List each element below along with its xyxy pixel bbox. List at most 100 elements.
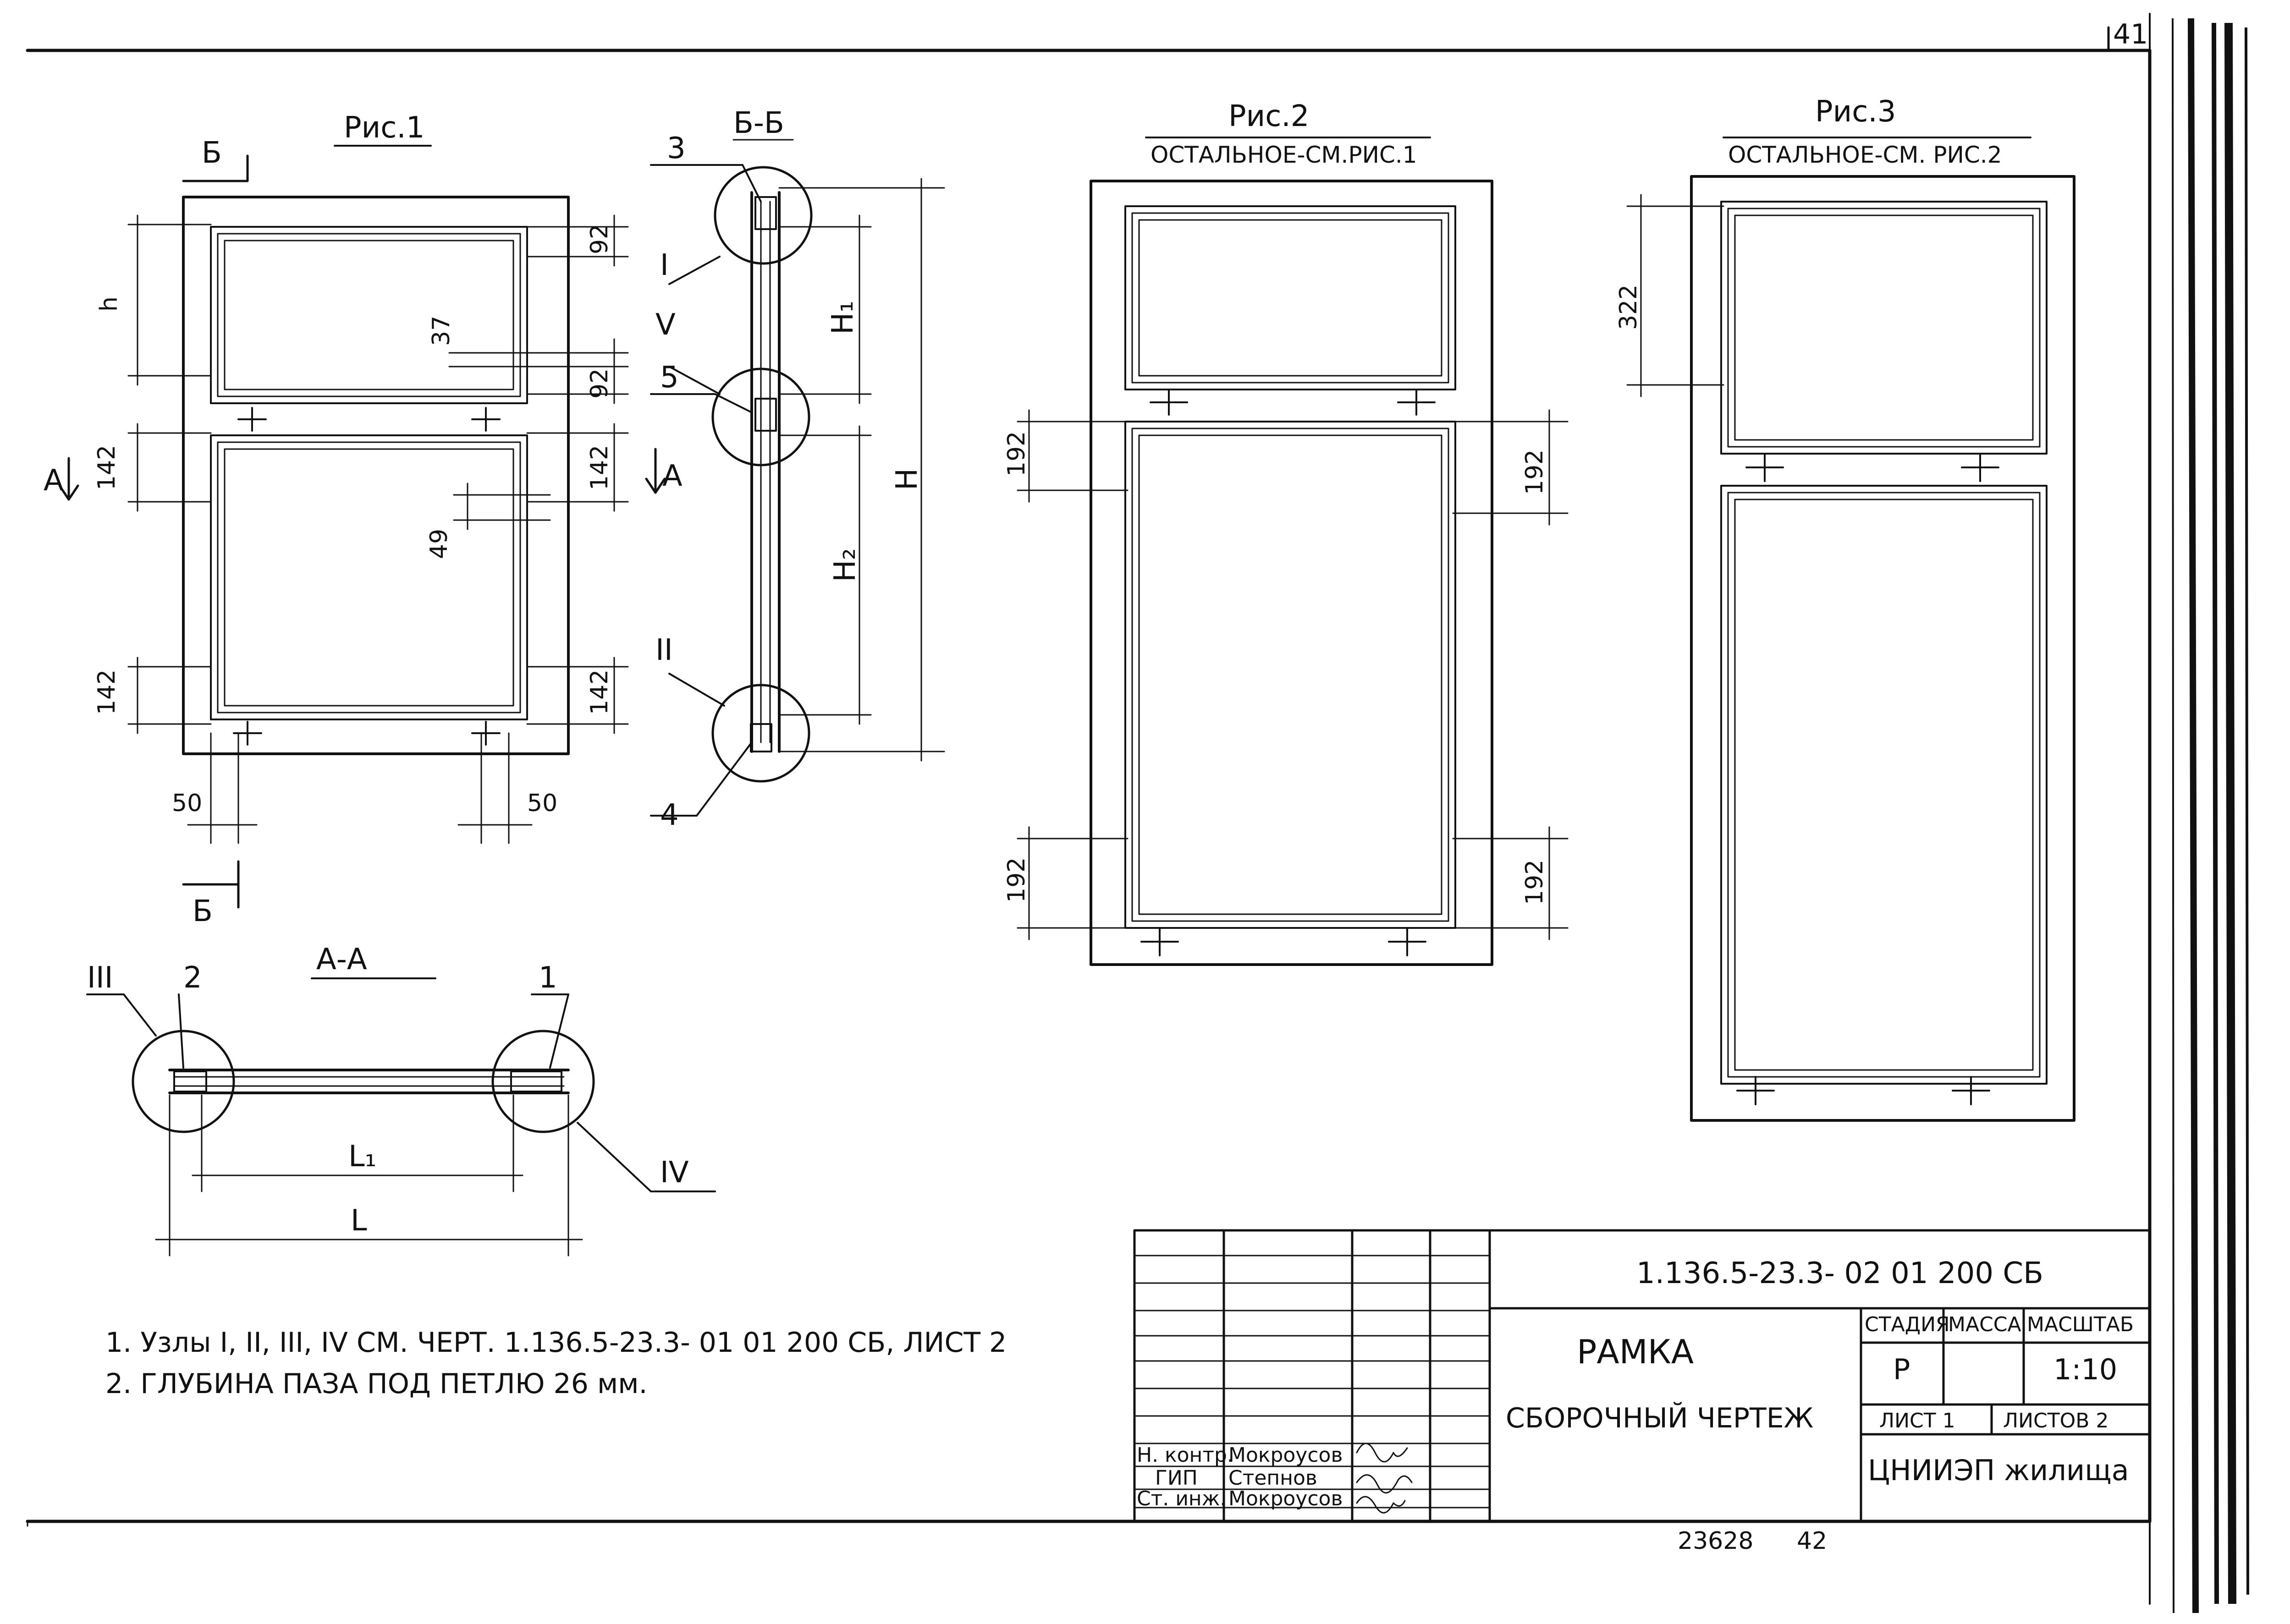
title-block-rows	[1134, 1255, 1491, 1509]
section-aa-dimension-lines	[155, 1094, 583, 1256]
doc-code: 1.136.5-23.3- 02 01 200 СБ	[1636, 1256, 2043, 1290]
dim-322: 322	[1615, 285, 1642, 330]
fig1-hinge-marks	[233, 407, 501, 746]
sheet-number: ЛИСТ 1	[1879, 1409, 1955, 1432]
dim-49: 49	[425, 529, 453, 559]
dim-L: L	[351, 1204, 367, 1238]
fig3-top-opening	[1720, 201, 2048, 455]
section-aa-title: А-А	[316, 943, 367, 977]
stage-value: Р	[1893, 1353, 1910, 1386]
doc-type: СБОРОЧНЫЙ ЧЕРТЕЖ	[1506, 1401, 1813, 1434]
fig2-dimension-lines	[1017, 409, 1569, 940]
col-scale: МАСШТАБ	[2027, 1313, 2134, 1336]
section-bb-dimension-lines	[778, 178, 945, 762]
dim-192-tl: 192	[1003, 431, 1030, 477]
doc-name: РАМКА	[1577, 1333, 1694, 1371]
dim-H1: H₁	[826, 301, 860, 335]
dim-h: h	[95, 296, 123, 312]
section-aa-leaders	[86, 993, 716, 1192]
corner-number: 41	[2113, 18, 2148, 50]
dim-H: H	[890, 468, 924, 490]
callout-5: 5	[660, 361, 679, 395]
fig1: Рис.1 h 92 37 92 142	[44, 111, 683, 928]
sheets-count: ЛИСТОВ 2	[2003, 1409, 2108, 1432]
fig1-outer-frame	[182, 196, 570, 755]
col-stage: СТАДИЯ	[1865, 1313, 1950, 1336]
cut-a-left: А	[44, 464, 64, 498]
binding-margin	[2172, 18, 2249, 1613]
node-V-label: V	[655, 308, 676, 342]
node-circle-V	[711, 368, 810, 466]
org-name: ЦНИИЭП жилища	[1868, 1454, 2129, 1487]
fig1-title: Рис.1	[344, 111, 424, 145]
node-I-label: I	[660, 248, 669, 282]
dim-142-left-bot: 142	[93, 669, 121, 715]
sign-name-3: Мокроусов	[1228, 1487, 1343, 1510]
fig1-top-opening	[210, 226, 528, 404]
dim-192-bl: 192	[1003, 857, 1030, 903]
dim-142-left-top: 142	[93, 445, 121, 490]
fig3-hinge-marks	[1736, 453, 1999, 1105]
fig2-bottom-opening	[1124, 421, 1456, 929]
scale-value: 1:10	[2053, 1353, 2117, 1386]
dim-37: 37	[428, 316, 455, 346]
section-bb: Б-Б H₁ H₂ H 3 5 4 I V II	[650, 106, 945, 832]
callout-4: 4	[660, 798, 679, 832]
sign-role-1: Н. контр.	[1137, 1443, 1233, 1467]
sign-role-3: Ст. инж.	[1137, 1487, 1226, 1510]
node-circle-III	[132, 1030, 235, 1133]
footer: 23628 42	[1678, 1527, 1827, 1555]
fig1-dimension-lines	[127, 214, 629, 844]
handwritten-signatures	[1356, 1443, 1413, 1514]
dim-142-right-top: 142	[586, 445, 613, 490]
dim-50-left: 50	[172, 790, 202, 817]
node-IV-label: IV	[660, 1156, 689, 1190]
fig2-hinge-marks	[1140, 389, 1436, 956]
note-1: 1. Узлы I, II, III, IV СМ. ЧЕРТ. 1.136.5…	[105, 1327, 1007, 1359]
sign-role-2: ГИП	[1155, 1466, 1198, 1490]
callout-3: 3	[667, 132, 686, 165]
dim-H2: H₂	[828, 548, 862, 582]
fig3-dimension-lines	[1626, 194, 1724, 397]
dim-192-br: 192	[1521, 860, 1548, 905]
node-circle-I	[714, 166, 813, 265]
section-bb-title: Б-Б	[733, 106, 784, 140]
fig3-subtitle: ОСТАЛЬНОЕ-СМ. РИС.2	[1728, 142, 2002, 168]
dim-142-right-bot: 142	[586, 669, 613, 715]
node-circle-IV	[491, 1030, 595, 1133]
note-2: 2. ГЛУБИНА ПАЗА ПОД ПЕТЛЮ 26 мм.	[105, 1368, 648, 1400]
inventory-number: 23628	[1678, 1527, 1753, 1555]
fig2-title: Рис.2	[1228, 99, 1309, 133]
title-block: 1.136.5-23.3- 02 01 200 СБ РАМКА СБОРОЧН…	[1133, 1229, 2151, 1523]
cut-a-right: А	[662, 459, 683, 493]
sheet-frame	[26, 13, 2152, 1605]
fig3-bottom-opening	[1720, 485, 2048, 1085]
fig2-outer-frame	[1090, 180, 1493, 966]
dim-50-right: 50	[527, 790, 557, 817]
fig2: Рис.2 ОСТАЛЬНОЕ-СМ.РИС.1 192 192 192 192	[1003, 99, 1569, 966]
fig1-bottom-opening	[210, 434, 528, 720]
fig2-top-opening	[1124, 205, 1456, 390]
node-III-label: III	[87, 961, 113, 995]
fig1-cut-marks	[58, 154, 666, 909]
fig3-title: Рис.3	[1815, 95, 1896, 129]
sign-name-1: Мокроусов	[1228, 1443, 1343, 1467]
fig2-subtitle: ОСТАЛЬНОЕ-СМ.РИС.1	[1151, 142, 1417, 168]
dim-92-top: 92	[586, 224, 613, 254]
col-mass: МАССА	[1948, 1313, 2021, 1336]
callout-1: 1	[539, 961, 557, 995]
callout-2: 2	[183, 961, 202, 995]
fig3-outer-frame	[1690, 175, 2075, 1122]
section-bb-leaders	[650, 164, 762, 817]
sign-name-2: Степнов	[1228, 1466, 1317, 1490]
page-number: 42	[1797, 1527, 1827, 1555]
cut-b-top: Б	[202, 136, 222, 170]
fig3: Рис.3 ОСТАЛЬНОЕ-СМ. РИС.2 322	[1615, 95, 2075, 1122]
node-II-label: II	[655, 633, 673, 667]
dim-192-tr: 192	[1521, 450, 1548, 495]
section-aa: А-А III 2 1 IV L₁ L	[86, 943, 716, 1256]
dim-L1: L₁	[348, 1140, 376, 1174]
notes: 1. Узлы I, II, III, IV СМ. ЧЕРТ. 1.136.5…	[105, 1327, 1007, 1400]
